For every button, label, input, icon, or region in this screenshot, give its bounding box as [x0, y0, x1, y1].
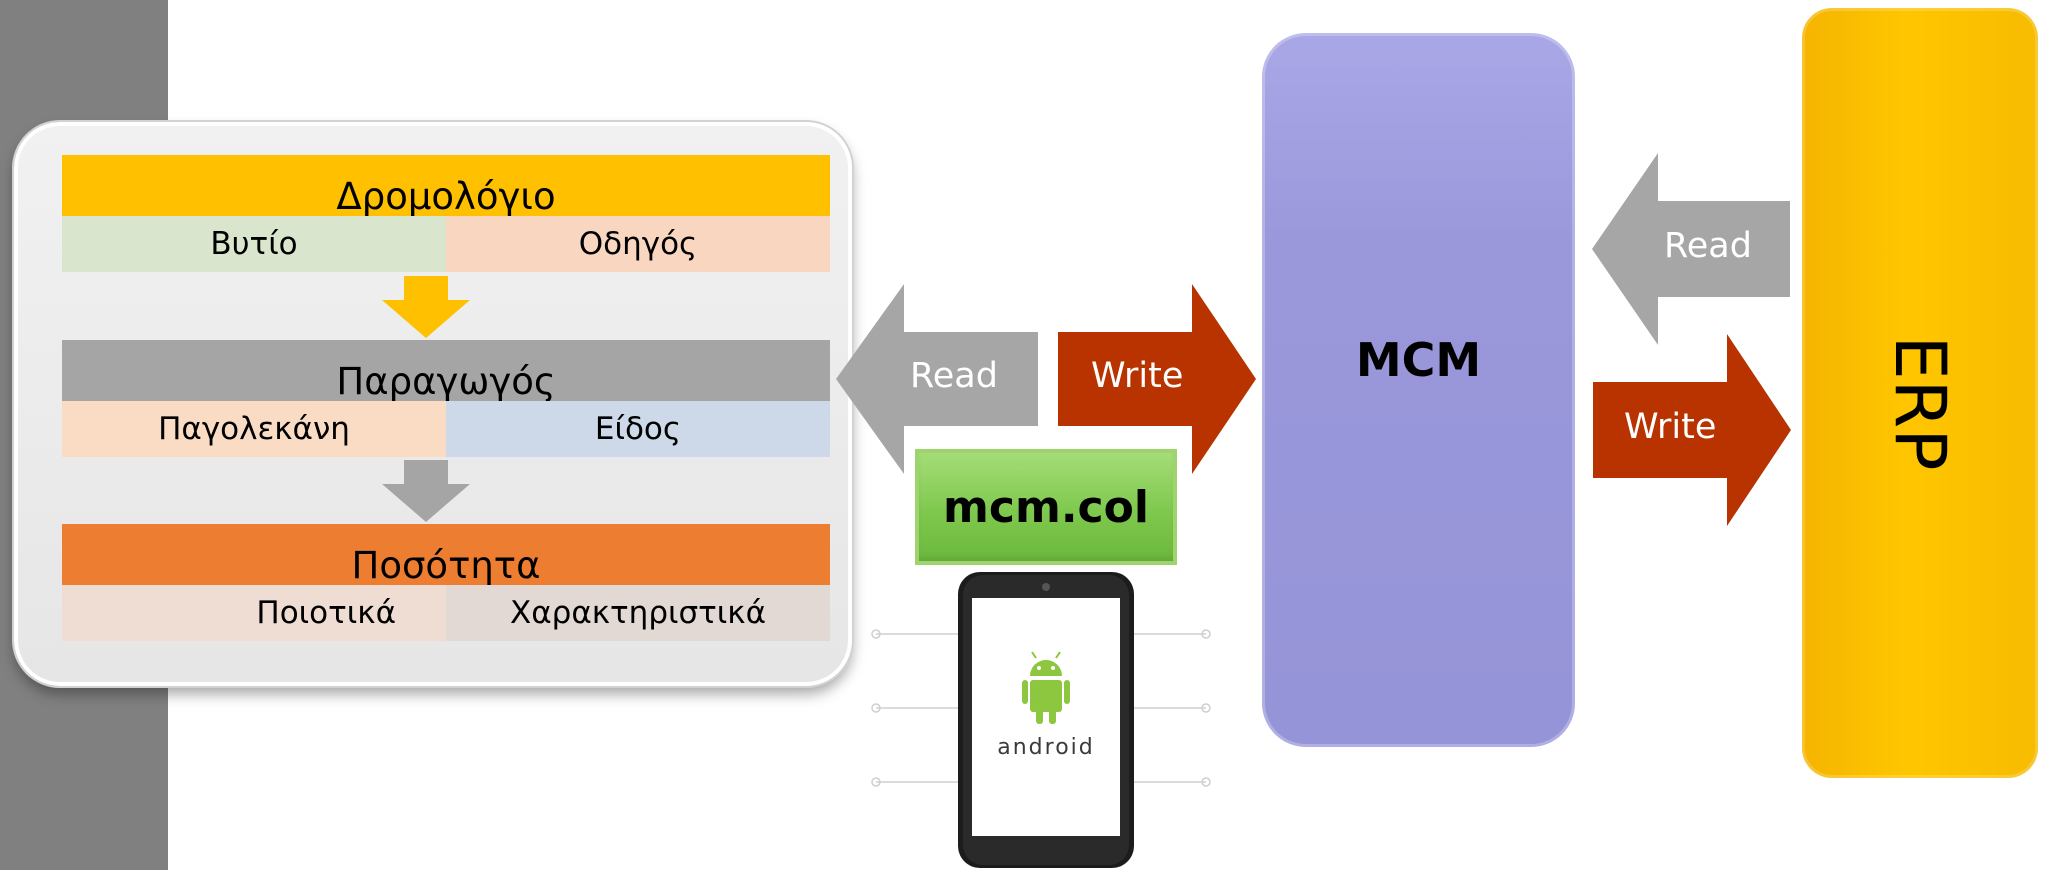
down-arrow-icon [382, 276, 470, 338]
route-cell-driver: Οδηγός [446, 216, 830, 272]
producer-header: Παραγωγός [62, 340, 830, 401]
android-logo-text: android [997, 735, 1095, 760]
route-header: Δρομολόγιο [62, 155, 830, 216]
android-phone-icon: android [871, 572, 1211, 868]
device-write-arrow [1058, 284, 1256, 474]
erp-write-label: Write [1624, 407, 1717, 447]
quantity-cell-characteristics: Χαρακτηριστικά [446, 585, 830, 641]
erp-label: ERP [1879, 335, 1961, 471]
device-write-label: Write [1091, 356, 1184, 396]
erp-read-arrow [1592, 153, 1790, 345]
mcm-label: MCM [1355, 333, 1482, 387]
quantity-cell-qualitative: Ποιοτικά [62, 585, 446, 641]
quantity-header: Ποσότητα [62, 524, 830, 585]
app-label-box: mcm.col [915, 449, 1177, 565]
device-read-arrow [836, 284, 1038, 474]
quantity-title: Ποσότητα [351, 544, 541, 587]
route-title: Δρομολόγιο [336, 175, 556, 218]
mcm-system-box: MCM [1262, 33, 1575, 747]
erp-write-arrow [1593, 334, 1791, 526]
route-cell-tank: Βυτίο [62, 216, 446, 272]
erp-system-box [1802, 8, 2038, 778]
producer-cell-vat: Παγολεκάνη [62, 401, 446, 457]
device-read-label: Read [910, 356, 998, 396]
erp-read-label: Read [1664, 226, 1752, 266]
down-arrow-icon [382, 460, 470, 522]
producer-cell-item: Είδος [446, 401, 830, 457]
producer-title: Παραγωγός [336, 360, 556, 403]
data-flow-panel: Δρομολόγιο Βυτίο Οδηγός Παραγωγός Παγολε… [14, 122, 852, 686]
